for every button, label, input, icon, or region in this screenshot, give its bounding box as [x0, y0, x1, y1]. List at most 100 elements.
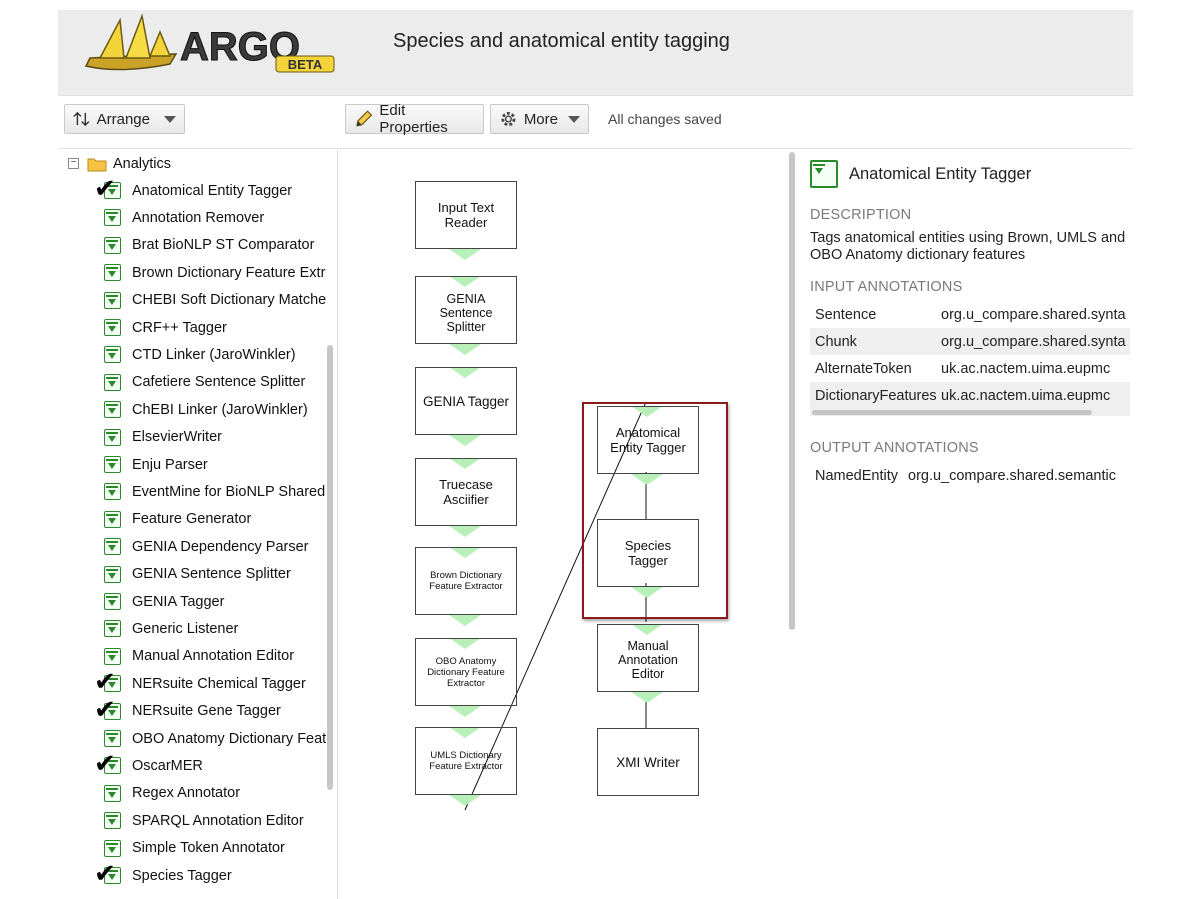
collapse-toggle-icon[interactable]: − [68, 158, 79, 169]
toolbar-divider [58, 148, 1133, 149]
sidebar-item[interactable]: CTD Linker (JaroWinkler) [104, 341, 370, 368]
sidebar-item[interactable]: CRF++ Tagger [104, 314, 370, 341]
input-port[interactable] [449, 458, 481, 469]
node-label: UMLS Dictionary Feature Extractor [429, 750, 503, 772]
input-port[interactable] [631, 624, 663, 635]
arrange-button[interactable]: Arrange [64, 104, 185, 134]
sidebar-item[interactable]: EventMine for BioNLP Shared [104, 478, 370, 505]
component-icon [104, 236, 121, 254]
sidebar-item[interactable]: Enju Parser [104, 451, 370, 478]
component-icon [104, 702, 121, 720]
sidebar-item-label: Regex Annotator [132, 785, 241, 802]
component-icon [104, 812, 121, 830]
output-port[interactable] [631, 474, 663, 485]
horizontal-scrollbar[interactable] [812, 410, 1092, 415]
node-species-tagger[interactable]: Species Tagger [597, 519, 699, 587]
node-label: Manual Annotation Editor [618, 639, 678, 681]
component-title: Anatomical Entity Tagger [849, 164, 1032, 183]
sidebar-item[interactable]: Manual Annotation Editor [104, 643, 370, 670]
output-port[interactable] [449, 706, 481, 717]
sidebar-item-label: ElsevierWriter [132, 429, 222, 446]
table-row[interactable]: AlternateToken uk.ac.nactem.uima.eupmc [810, 355, 1130, 382]
component-icon [810, 160, 838, 188]
sidebar-item[interactable]: ElsevierWriter [104, 424, 370, 451]
sidebar-item[interactable]: CHEBI Soft Dictionary Matche [104, 287, 370, 314]
sidebar-item-label: GENIA Dependency Parser [132, 538, 309, 555]
output-port[interactable] [449, 526, 481, 537]
input-port[interactable] [449, 367, 481, 378]
sidebar-item[interactable]: ChEBI Linker (JaroWinkler) [104, 396, 370, 423]
node-input-text-reader[interactable]: Input Text Reader [415, 181, 517, 249]
folder-label: Analytics [113, 155, 172, 172]
component-icon [104, 867, 121, 884]
argo-logo[interactable]: ARGO BETA [80, 13, 340, 76]
input-port[interactable] [449, 276, 481, 287]
more-button[interactable]: More [490, 104, 589, 134]
output-port[interactable] [631, 587, 663, 598]
output-port[interactable] [449, 249, 481, 260]
sidebar-item-label: Species Tagger [132, 867, 232, 884]
node-genia-sentence-splitter[interactable]: GENIA Sentence Splitter [415, 276, 517, 344]
sidebar-item[interactable]: Brown Dictionary Feature Extr [104, 259, 370, 286]
node-brown-dictionary-feature-extractor[interactable]: Brown Dictionary Feature Extractor [415, 547, 517, 615]
sidebar-item[interactable]: NERsuite Gene Tagger [104, 698, 370, 725]
annotation-value: org.u_compare.shared.synta [941, 333, 1126, 350]
sidebar-item[interactable]: Feature Generator [104, 506, 370, 533]
input-port[interactable] [449, 638, 481, 649]
pencil-icon [356, 110, 373, 127]
sidebar-item-label: NERsuite Gene Tagger [132, 703, 281, 720]
component-icon [104, 291, 121, 309]
sidebar-item[interactable]: GENIA Tagger [104, 588, 370, 615]
sidebar-item[interactable]: Regex Annotator [104, 780, 370, 807]
edit-properties-button[interactable]: Edit Properties [345, 102, 484, 136]
node-genia-tagger[interactable]: GENIA Tagger [415, 367, 517, 435]
sidebar-item-label: Feature Generator [132, 511, 252, 528]
node-label: Truecase Asciifier [439, 477, 493, 507]
sidebar-item[interactable]: NERsuite Chemical Tagger [104, 670, 370, 697]
sidebar-item[interactable]: SPARQL Annotation Editor [104, 807, 370, 834]
tree-folder-analytics[interactable]: − Analytics [68, 150, 334, 177]
sidebar-scrollbar[interactable] [327, 345, 333, 790]
sidebar-item[interactable]: Annotation Remover [104, 204, 370, 231]
output-port[interactable] [449, 344, 481, 355]
input-port[interactable] [449, 727, 481, 738]
sidebar-item[interactable]: OscarMER [104, 752, 370, 779]
output-port[interactable] [631, 692, 663, 703]
arrange-label: Arrange [96, 110, 150, 128]
chevron-down-icon [568, 115, 580, 123]
canvas-scrollbar[interactable] [789, 152, 795, 630]
output-port[interactable] [449, 795, 481, 806]
sidebar-item[interactable]: Simple Token Annotator [104, 835, 370, 862]
input-port[interactable] [631, 406, 663, 417]
node-truecase-asciifier[interactable]: Truecase Asciifier [415, 458, 517, 526]
node-obo-anatomy-dictionary-feature-extractor[interactable]: OBO Anatomy Dictionary Feature Extractor [415, 638, 517, 706]
sidebar-item[interactable]: GENIA Sentence Splitter [104, 561, 370, 588]
output-port[interactable] [449, 615, 481, 626]
node-manual-annotation-editor[interactable]: Manual Annotation Editor [597, 624, 699, 692]
sidebar-item-label: SPARQL Annotation Editor [132, 812, 304, 829]
sidebar-item[interactable]: Brat BioNLP ST Comparator [104, 232, 370, 259]
annotation-key: DictionaryFeatures [815, 387, 937, 404]
output-port[interactable] [449, 435, 481, 446]
sidebar-item[interactable]: GENIA Dependency Parser [104, 533, 370, 560]
node-xmi-writer[interactable]: XMI Writer [597, 728, 699, 796]
sidebar-item[interactable]: OBO Anatomy Dictionary Feat [104, 725, 370, 752]
sidebar-item[interactable]: Anatomical Entity Tagger [104, 177, 370, 204]
sidebar-item-label: NERsuite Chemical Tagger [132, 675, 306, 692]
input-port[interactable] [449, 547, 481, 558]
node-anatomical-entity-tagger[interactable]: Anatomical Entity Tagger [597, 406, 699, 474]
component-icon [104, 510, 121, 528]
node-umls-dictionary-feature-extractor[interactable]: UMLS Dictionary Feature Extractor [415, 727, 517, 795]
sidebar-item[interactable]: Generic Listener [104, 615, 370, 642]
annotation-value: uk.ac.nactem.uima.eupmc [941, 360, 1111, 377]
sidebar-item[interactable]: Cafetiere Sentence Splitter [104, 369, 370, 396]
annotation-key: AlternateToken [815, 360, 912, 377]
sidebar-item-label: ChEBI Linker (JaroWinkler) [132, 401, 308, 418]
sidebar-item[interactable]: Species Tagger [104, 862, 370, 889]
component-icon [104, 784, 121, 802]
checkmark-icon: ✔ [94, 693, 116, 724]
